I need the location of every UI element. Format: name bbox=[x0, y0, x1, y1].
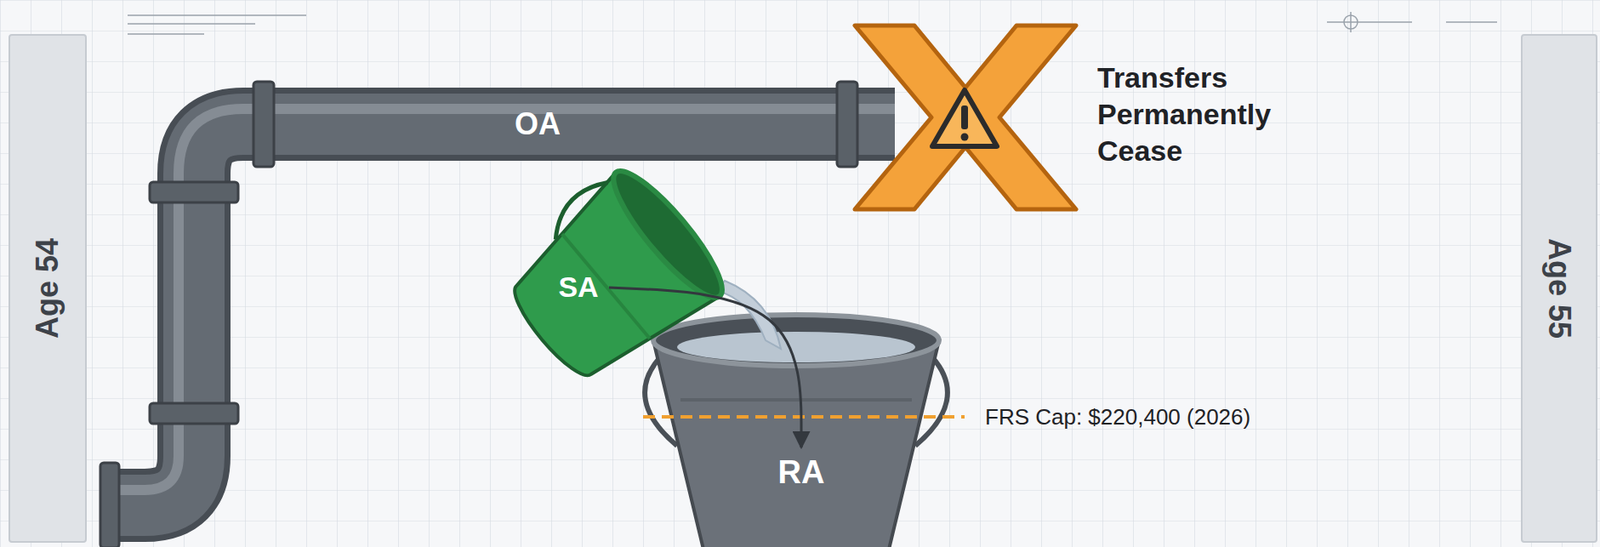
node-text: Age 54 bbox=[29, 238, 65, 339]
node-text: OA bbox=[514, 106, 561, 142]
pour-stream bbox=[716, 280, 781, 349]
label-text: Transfers Permanently Cease bbox=[1097, 59, 1310, 170]
status-note: Transfers Permanently Cease bbox=[1097, 59, 1310, 170]
stop-x bbox=[854, 25, 1077, 210]
node-text: Age 55 bbox=[1541, 238, 1577, 339]
cap-label: FRS Cap: $220,400 (2026) bbox=[985, 403, 1251, 431]
age-band: Age 55 bbox=[1520, 34, 1598, 543]
frs-cap-line bbox=[643, 415, 965, 419]
account-bucket: RA bbox=[771, 450, 832, 496]
age-band: Age 54 bbox=[8, 34, 87, 543]
account-bucket: SA bbox=[551, 267, 606, 308]
corner-marks bbox=[127, 11, 1498, 35]
account-pipe: OA bbox=[507, 102, 568, 146]
node-text: RA bbox=[778, 454, 826, 492]
label-text: FRS Cap: $220,400 (2026) bbox=[985, 403, 1251, 431]
sa-bucket bbox=[485, 153, 736, 403]
ra-bucket bbox=[644, 314, 948, 547]
node-text: SA bbox=[558, 270, 599, 304]
flow-arrow bbox=[609, 287, 802, 448]
